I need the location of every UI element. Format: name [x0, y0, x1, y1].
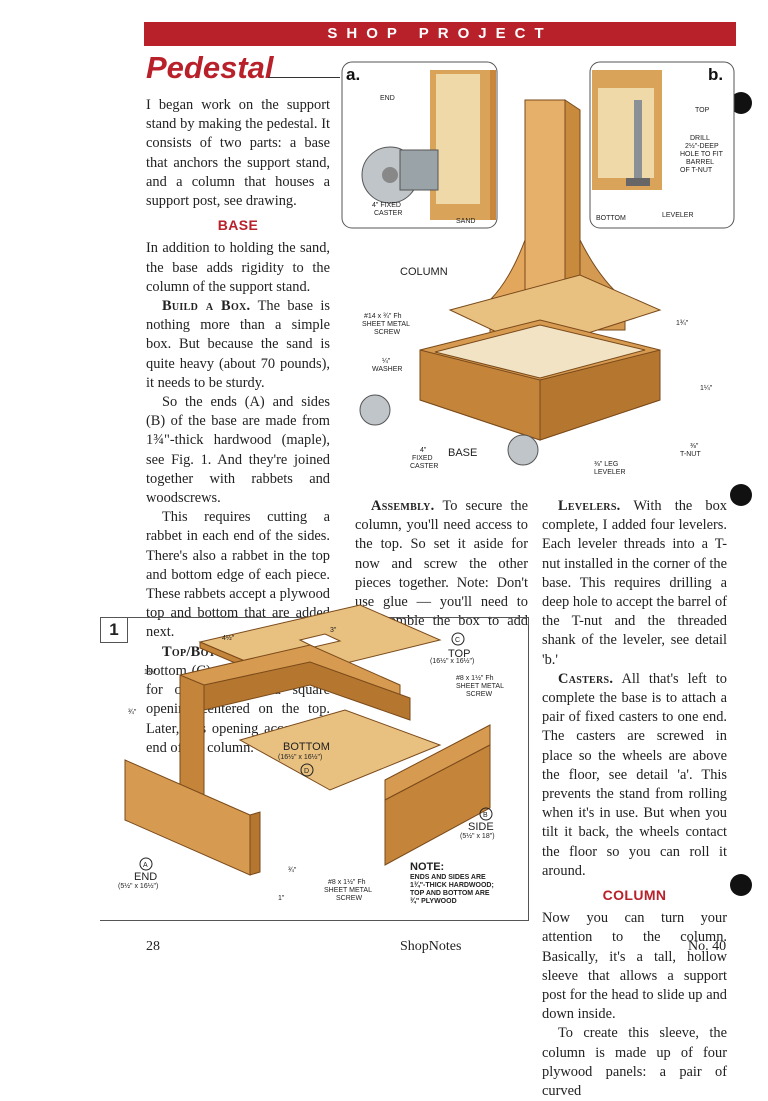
paragraph: So the ends (A) and sides (B) of the bas…	[146, 394, 330, 507]
svg-text:¾" PLYWOOD: ¾" PLYWOOD	[410, 897, 457, 905]
base-box	[419, 319, 661, 441]
dim-label: 3"	[330, 627, 337, 634]
svg-text:OF T-NUT: OF T-NUT	[680, 167, 713, 174]
title-rule	[268, 77, 340, 78]
detail-a-letter: a.	[346, 65, 360, 84]
label-tnut: ⅜"	[690, 443, 699, 450]
run-in-head: Casters.	[558, 670, 614, 687]
dim-label: 4½"	[222, 634, 235, 642]
paragraph: This requires cutting a rabbet in each e…	[146, 509, 330, 641]
column-3: Levelers. With the box complete, I added…	[542, 497, 727, 1101]
caster-wheel	[359, 394, 391, 426]
svg-text:WASHER: WASHER	[372, 366, 402, 373]
svg-text:2½"-DEEP: 2½"-DEEP	[685, 142, 719, 150]
note-heading: NOTE:	[410, 861, 444, 873]
label-end: END	[134, 871, 157, 883]
dim-label: ¾"	[288, 867, 297, 874]
article-title: Pedestal	[146, 50, 274, 85]
label-base: BASE	[448, 447, 477, 459]
label-top: TOP	[448, 648, 470, 660]
label-end: END	[380, 95, 395, 102]
paragraph: Now you can turn your attention to the c…	[542, 910, 727, 1023]
paragraph: Build a Box. The base is nothing more th…	[146, 298, 330, 391]
paragraph: I began work on the support stand by mak…	[146, 97, 330, 210]
svg-text:SCREW: SCREW	[336, 895, 362, 902]
figure-1-exploded-box: C TOP (16½" x 16½") 4½" 3" #8 x 1½" Fh S…	[118, 604, 504, 905]
pedestal-illustration: a. END 4" FIXED CASTER SAND b. TOP DRILL…	[341, 61, 735, 476]
svg-text:FIXED: FIXED	[412, 455, 433, 462]
part-letter: A	[143, 862, 148, 869]
label-screw: #8 x 1½" Fh	[456, 674, 494, 682]
svg-text:(16½" x 16½"): (16½" x 16½")	[430, 657, 474, 665]
section-banner: SHOP PROJECT	[144, 22, 736, 46]
svg-text:1¾"-THICK HARDWOOD;: 1¾"-THICK HARDWOOD;	[410, 881, 494, 889]
label-washer: ¼"	[382, 358, 391, 365]
label-bottom: BOTTOM	[283, 741, 330, 753]
label-caster: 4" FIXED	[372, 202, 401, 209]
binder-hole	[730, 874, 752, 896]
label-screw: #8 x 1½" Fh	[328, 878, 366, 886]
run-in-head: Levelers.	[558, 498, 621, 514]
svg-text:CASTER: CASTER	[410, 463, 438, 470]
dim-label: 1¾"	[676, 320, 689, 327]
dim-label: 1"	[278, 895, 285, 902]
svg-text:LEVELER: LEVELER	[594, 469, 626, 476]
svg-text:HOLE TO FIT: HOLE TO FIT	[680, 151, 724, 158]
svg-text:(5½" x 18"): (5½" x 18")	[460, 832, 495, 840]
paragraph: To create this sleeve, the column is mad…	[542, 1025, 727, 1100]
label-drill: DRILL	[690, 135, 710, 142]
svg-text:SHEET METAL: SHEET METAL	[362, 321, 410, 328]
dim-label: 1¾"	[144, 669, 157, 676]
svg-text:(16½" x 16½"): (16½" x 16½")	[278, 753, 322, 761]
label-bottom: BOTTOM	[596, 215, 626, 222]
svg-text:CASTER: CASTER	[374, 210, 402, 217]
svg-text:(5½" x 16½"): (5½" x 16½")	[118, 882, 158, 890]
paragraph: Casters. All that's left to complete the…	[542, 670, 727, 879]
binder-hole	[730, 92, 752, 114]
paragraph: In addition to holding the sand, the bas…	[146, 240, 330, 295]
label-top: TOP	[695, 107, 710, 114]
side-panel-face	[384, 744, 491, 866]
svg-text:TOP AND BOTTOM ARE: TOP AND BOTTOM ARE	[410, 890, 490, 897]
subhead-base: BASE	[217, 217, 259, 234]
subhead-column: COLUMN	[602, 887, 667, 904]
label-column: COLUMN	[400, 266, 448, 278]
part-letter: B	[483, 812, 488, 819]
svg-text:SHEET METAL: SHEET METAL	[324, 887, 372, 894]
part-letter: C	[455, 637, 460, 644]
label-screw: #14 x ¾" Fh	[364, 313, 402, 320]
note-line: ENDS AND SIDES ARE	[410, 874, 486, 881]
svg-text:SCREW: SCREW	[466, 691, 492, 698]
caster-wheel	[507, 434, 539, 466]
paragraph: Levelers. With the box complete, I added…	[542, 498, 727, 668]
bottom-panel	[238, 709, 442, 791]
column-1: I began work on the support stand by mak…	[146, 96, 330, 758]
dim-label: 1¼"	[700, 385, 713, 392]
part-letter: D	[304, 768, 309, 775]
dim-label: ¾"	[128, 709, 137, 716]
label-side: SIDE	[468, 821, 494, 833]
run-in-head: Build a Box.	[162, 298, 251, 315]
svg-text:SHEET METAL: SHEET METAL	[456, 683, 504, 690]
svg-text:SCREW: SCREW	[374, 329, 400, 336]
figure-number: 1	[100, 617, 128, 643]
detail-b-letter: b.	[708, 65, 723, 84]
run-in-head: Assembly.	[371, 498, 435, 514]
issue-number: No. 40	[688, 939, 727, 954]
svg-text:BARREL: BARREL	[686, 159, 714, 166]
binder-hole	[730, 484, 752, 506]
back-end	[179, 674, 205, 801]
detail-b: b. TOP DRILL 2½"-DEEP HOLE TO FIT BARREL…	[589, 61, 735, 229]
magazine-name: ShopNotes	[400, 939, 462, 954]
label-leveler: ⅜" LEG	[594, 461, 618, 468]
detail-a: a. END 4" FIXED CASTER SAND	[341, 61, 498, 229]
label-caster: 4"	[420, 447, 427, 454]
label-leveler: LEVELER	[662, 212, 694, 219]
page-number: 28	[146, 939, 160, 954]
label-sand: SAND	[456, 218, 475, 225]
svg-text:T-NUT: T-NUT	[680, 451, 701, 458]
